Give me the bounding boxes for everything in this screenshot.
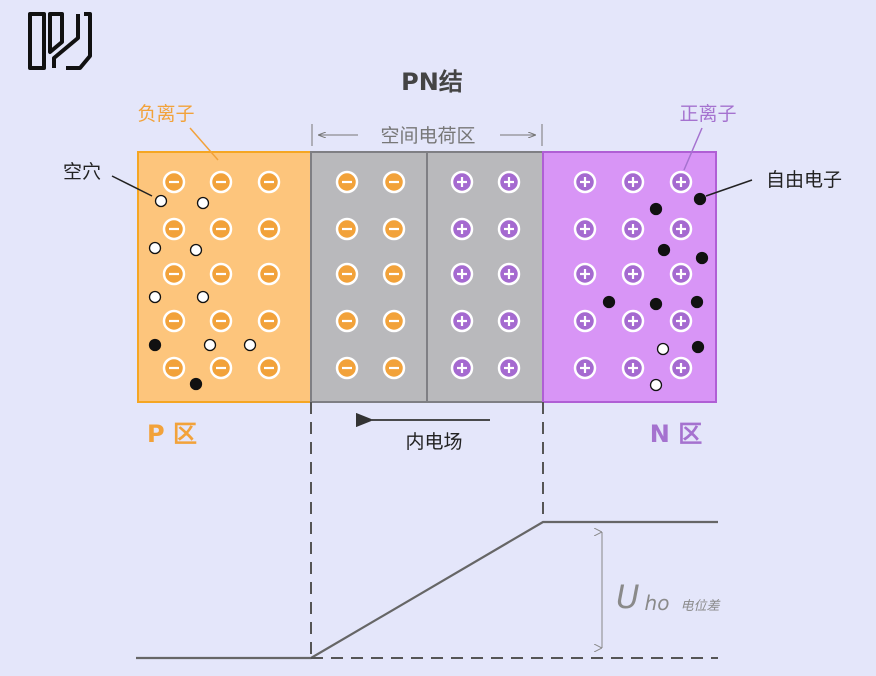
internal-field-label: 内电场 [405,431,462,453]
positive-ion [450,262,474,286]
free-electron [657,243,671,257]
negative-ion [209,262,233,286]
negative-ion [162,217,186,241]
hole [154,194,168,208]
positive-ion [621,356,645,380]
positive-ion [450,356,474,380]
free-electron-pointer [705,179,753,197]
negative-ion [335,262,359,286]
free-electron-label: 自由电子 [766,169,842,191]
hole [196,290,210,304]
hole [148,290,162,304]
free-electron [693,192,707,206]
hole [148,241,162,255]
negative-ion [335,170,359,194]
potential-symbol: U [616,578,639,616]
negative-ion [162,262,186,286]
hole [203,338,217,352]
free-electron [602,295,616,309]
negative-ion [335,309,359,333]
negative-ion [382,170,406,194]
depletion-bracket: 空间电荷区 [311,124,543,147]
hole [649,378,663,392]
negative-ion [209,170,233,194]
negative-ion [382,217,406,241]
positive-ion [573,170,597,194]
positive-ion [669,356,693,380]
positive-ion [669,170,693,194]
n-region-label: N 区 [650,420,702,448]
negative-ion [257,356,281,380]
negative-ion-label: 负离子 [137,103,194,125]
positive-ion [497,356,521,380]
positive-ion [621,262,645,286]
negative-ion [257,170,281,194]
positive-ion [669,262,693,286]
negative-ion [335,356,359,380]
free-electron [649,297,663,311]
hole [189,243,203,257]
positive-ion [497,170,521,194]
negative-ion [162,170,186,194]
hole-label: 空穴 [63,161,101,183]
positive-ion [621,170,645,194]
positive-ion [573,262,597,286]
positive-ion [450,170,474,194]
hole [243,338,257,352]
potential-label: U ho 电位差 [616,578,722,616]
potential-curve [136,520,718,660]
negative-ion [162,356,186,380]
logo-mark-icon [28,12,92,70]
negative-ion [209,217,233,241]
positive-ion-label: 正离子 [679,103,736,125]
page-title: PN结 [401,68,463,96]
free-electron [690,295,704,309]
free-electron [189,377,203,391]
negative-ion [257,217,281,241]
negative-ion [257,309,281,333]
positive-ion [573,356,597,380]
negative-ion [209,356,233,380]
depletion-label: 空间电荷区 [380,125,475,147]
positive-ion [669,309,693,333]
positive-ion-pointer [683,127,703,171]
negative-ion [382,262,406,286]
free-electron [148,338,162,352]
free-electron [649,202,663,216]
negative-ion [382,309,406,333]
free-electron [695,251,709,265]
hole-pointer [111,175,153,197]
positive-ion [450,217,474,241]
p-region-label: P 区 [147,420,197,448]
hole [656,342,670,356]
positive-ion [669,217,693,241]
positive-ion [497,217,521,241]
positive-ion [497,262,521,286]
negative-ion [162,309,186,333]
positive-ion [450,309,474,333]
negative-ion [257,262,281,286]
potential-caption: 电位差 [681,598,722,614]
positive-ion [621,217,645,241]
negative-ion [209,309,233,333]
negative-ion [382,356,406,380]
positive-ion [497,309,521,333]
particles [148,170,709,392]
potential-subscript: ho [645,591,670,615]
positive-ion [573,309,597,333]
negative-ion [335,217,359,241]
positive-ion [621,309,645,333]
negative-ion-pointer [189,127,219,161]
free-electron [691,340,705,354]
positive-ion [573,217,597,241]
hole [196,196,210,210]
